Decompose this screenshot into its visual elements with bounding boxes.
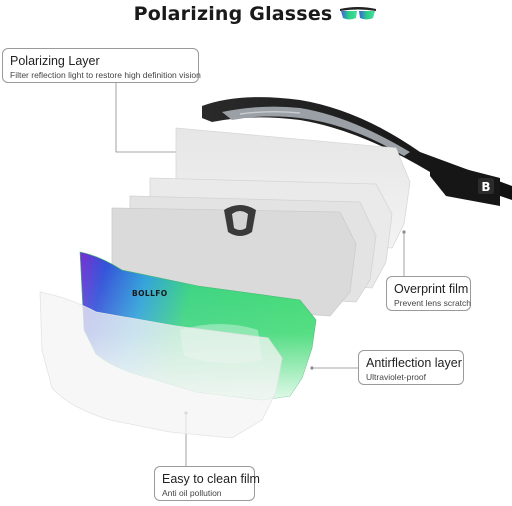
leader-line-polarizing — [115, 82, 180, 153]
page-title: Polarizing Glasses — [133, 3, 333, 25]
clean-film-layer — [39, 291, 283, 439]
leader-dot-overprint — [402, 230, 406, 234]
callout-subtitle: Anti oil pollution — [162, 488, 222, 498]
brand-logo: BOLLFO — [132, 289, 168, 298]
callout-easy-clean-film: Easy to clean film Anti oil pollution — [154, 466, 260, 501]
callout-overprint-film: Overprint film Prevent lens scratch — [386, 276, 471, 311]
callout-title: Polarizing Layer — [10, 54, 100, 68]
callout-polarizing-layer: Polarizing Layer Filter reflection light… — [2, 48, 201, 83]
glasses-frame: B — [202, 97, 512, 206]
callout-title: Easy to clean film — [162, 472, 260, 486]
sunglasses-icon — [340, 7, 377, 20]
callout-subtitle: Ultraviolet-proof — [366, 372, 426, 382]
callout-subtitle: Filter reflection light to restore high … — [10, 70, 201, 80]
callout-subtitle: Prevent lens scratch — [394, 298, 472, 308]
lens-layers — [111, 127, 411, 317]
callout-title: Antirflection layer — [366, 356, 462, 370]
leader-dot-antireflection — [310, 366, 314, 370]
callout-title: Overprint film — [394, 282, 469, 296]
svg-text:B: B — [481, 180, 490, 194]
callout-antireflection-layer: Antirflection layer Ultraviolet-proof — [358, 350, 464, 385]
header: Polarizing Glasses — [0, 0, 512, 28]
